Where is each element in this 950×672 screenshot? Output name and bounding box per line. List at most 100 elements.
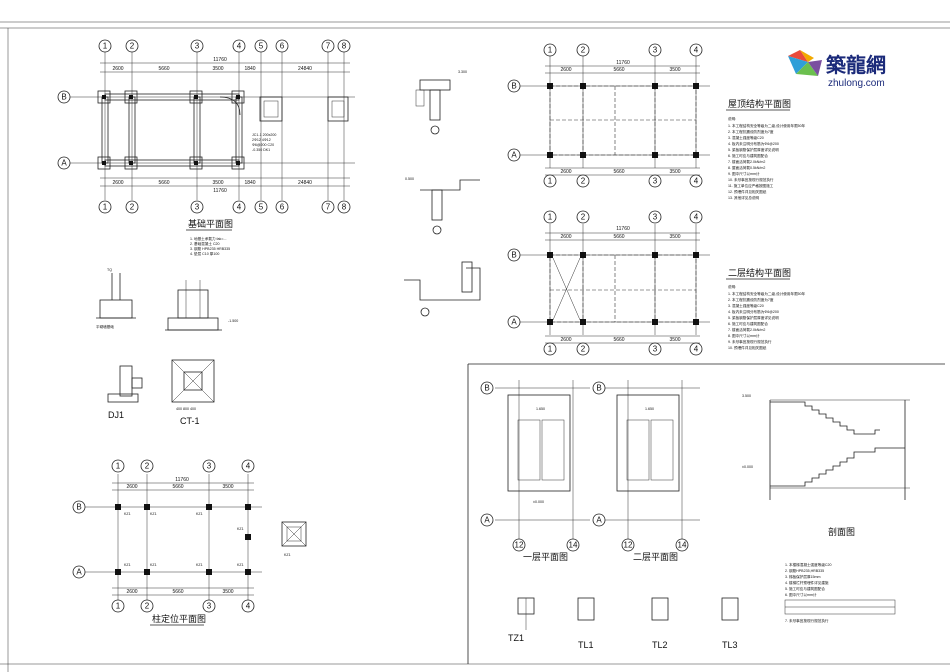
foundation-axis-y-bubble <box>57 156 71 170</box>
stair1-axis-y-label: B <box>484 384 489 393</box>
foundation-axis-x-label: 3 <box>195 203 200 212</box>
second-axis-x-label: 4 <box>694 213 699 222</box>
second-dim: 5660 <box>613 234 624 240</box>
svg-text:8. 图中尺寸以mm计: 8. 图中尺寸以mm计 <box>728 333 760 338</box>
column-axis-y-label: B <box>76 503 81 512</box>
second-dim: 5660 <box>613 337 624 343</box>
svg-text:TQ: TQ <box>107 268 112 272</box>
roof-plan-title: 屋顶结构平面图 <box>728 98 791 109</box>
stair2-axis-x-label: 12 <box>624 541 633 550</box>
second-axis-x-label: 2 <box>581 213 586 222</box>
svg-text:1. 本楼梯混凝土强度等级C20: 1. 本楼梯混凝土强度等级C20 <box>785 562 832 567</box>
svg-text:2. 本工程抗震设防烈度为7度: 2. 本工程抗震设防烈度为7度 <box>728 129 774 134</box>
sec-elev: 3.300 <box>458 70 467 74</box>
roof-axis-x-bubble <box>648 174 662 188</box>
detail-dj1: DJ1 <box>107 365 143 420</box>
column-axis-x-bubble <box>241 599 255 613</box>
column-dim: 5660 <box>172 589 183 595</box>
svg-text:2. 本工程抗震设防烈度为7度: 2. 本工程抗震设防烈度为7度 <box>728 297 774 302</box>
column-dim: 2600 <box>126 589 137 595</box>
stair2-axis-y-label: B <box>596 384 601 393</box>
foundation-axis-x-bubble <box>337 200 351 214</box>
svg-text:10. 预埋件详见相关图纸: 10. 预埋件详见相关图纸 <box>728 345 767 350</box>
kz-label: KZ1 <box>196 563 203 567</box>
foundation-axis-x-bubble <box>190 200 204 214</box>
svg-text:2. 基础混凝土 C20: 2. 基础混凝土 C20 <box>190 241 220 246</box>
column-plan-title: 柱定位平面图 <box>152 613 206 624</box>
second-axis-y-label: B <box>511 251 516 260</box>
column-axis-x-label: 4 <box>246 462 251 471</box>
foundation-dim: 1840 <box>244 66 255 72</box>
column-plan: KZ1 KZ1 KZ1 KZ1 KZ1 KZ1 KZ1 KZ1 柱定位平面图 <box>85 474 262 626</box>
roof-dim: 2600 <box>560 169 571 175</box>
stair2-axis-y-label: A <box>596 516 602 525</box>
svg-text:6. 施工时应与建筑图配合: 6. 施工时应与建筑图配合 <box>728 153 768 158</box>
kz1-detail-label: KZ1 <box>284 553 291 557</box>
column-axis-y-bubble <box>72 565 86 579</box>
ct1-title: CT-1 <box>180 416 200 426</box>
svg-text:5. 施工时应与建筑图配合: 5. 施工时应与建筑图配合 <box>785 586 825 591</box>
roof-axis-x-label: 2 <box>581 177 586 186</box>
second-axis-x-bubble <box>543 210 557 224</box>
foundation-plan: JC1-1 200x200 2Φ12 4Φ12 Φ6@200 C20 -0.35… <box>70 52 355 256</box>
foundation-dim: 2600 <box>112 66 123 72</box>
svg-text:3. 混凝土强度等级C20: 3. 混凝土强度等级C20 <box>728 303 764 308</box>
kz-label: KZ1 <box>124 563 131 567</box>
svg-text:7. 楼面活荷载2.0kN/m2: 7. 楼面活荷载2.0kN/m2 <box>728 159 765 164</box>
foundation-axis-x-bubble <box>98 39 112 53</box>
stair-plan-1: 1.650 ±0.000 一层平面图 <box>495 380 590 562</box>
stair1-axis-x-bubble <box>512 538 526 552</box>
kz-label: KZ1 <box>124 512 131 516</box>
roof-dim: 5660 <box>613 67 624 73</box>
foundation-axis-y-bubble <box>57 90 71 104</box>
second-axis-x-bubble <box>689 210 703 224</box>
stair1-axis-x-label: 14 <box>569 541 578 550</box>
second-axis-x-bubble <box>576 342 590 356</box>
stair2-landing: 1.650 <box>645 407 654 411</box>
foundation-axis-x-label: 4 <box>237 203 242 212</box>
roof-plan: 屋顶结构平面图 <box>520 56 791 176</box>
svg-text:2Φ12 4Φ12: 2Φ12 4Φ12 <box>252 138 271 142</box>
foundation-dim-total: 11760 <box>213 188 227 194</box>
stair1-axis-y-bubble <box>480 381 494 395</box>
foundation-axis-x-bubble <box>275 39 289 53</box>
logo-name: 築龍網 <box>825 53 886 77</box>
svg-text:4. 板内未注明分布筋为Φ6@200: 4. 板内未注明分布筋为Φ6@200 <box>728 309 779 314</box>
svg-text:3. 钢筋 HPB235 HRB335: 3. 钢筋 HPB235 HRB335 <box>190 246 230 251</box>
roof-axis-x-bubble <box>543 174 557 188</box>
stair1-axis-x-bubble <box>566 538 580 552</box>
foundation-dim: 1840 <box>244 180 255 186</box>
svg-text:11. 施工单位应严格按图施工: 11. 施工单位应严格按图施工 <box>728 183 774 188</box>
stair2-title: 二层平面图 <box>633 552 678 562</box>
roof-axis-x-label: 2 <box>581 46 586 55</box>
svg-text:8. 屋面活荷载0.5kN/m2: 8. 屋面活荷载0.5kN/m2 <box>728 165 765 170</box>
foundation-axis-x-label: 5 <box>259 42 264 51</box>
svg-text:6. 施工时应与建筑图配合: 6. 施工时应与建筑图配合 <box>728 321 768 326</box>
roof-dim: 2600 <box>560 67 571 73</box>
stair1-title: 一层平面图 <box>523 552 568 562</box>
roof-dim: 5660 <box>613 169 624 175</box>
kz-label: KZ1 <box>237 527 244 531</box>
foundation-dim-total: 11760 <box>213 57 227 63</box>
second-axis-x-bubble <box>648 210 662 224</box>
roof-axis-x-label: 3 <box>653 177 658 186</box>
stair1-axis-x-label: 12 <box>515 541 524 550</box>
second-dim: 3500 <box>669 337 680 343</box>
svg-text:12. 预埋件详见相关图纸: 12. 预埋件详见相关图纸 <box>728 189 767 194</box>
roof-dim-total: 11760 <box>616 60 630 66</box>
roof-axis-x-bubble <box>689 174 703 188</box>
second-axis-x-label: 4 <box>694 345 699 354</box>
column-axis-y-bubble <box>72 500 86 514</box>
ct1-elev: -1.500 <box>228 319 238 323</box>
svg-text:-0.350 DK1: -0.350 DK1 <box>252 148 270 152</box>
second-axis-y-label: A <box>511 318 517 327</box>
stair-section: 3.500 ±0.000 剖面图 <box>742 394 910 537</box>
roof-axis-y-bubble <box>507 148 521 162</box>
svg-text:4. 楼梯栏杆预埋件详见建施: 4. 楼梯栏杆预埋件详见建施 <box>785 580 829 585</box>
column-axis-x-label: 2 <box>145 462 150 471</box>
roof-axis-x-label: 4 <box>694 177 699 186</box>
column-dim: 3500 <box>222 484 233 490</box>
foundation-axis-x-label: 1 <box>103 42 108 51</box>
stair2-axis-x-bubble <box>621 538 635 552</box>
